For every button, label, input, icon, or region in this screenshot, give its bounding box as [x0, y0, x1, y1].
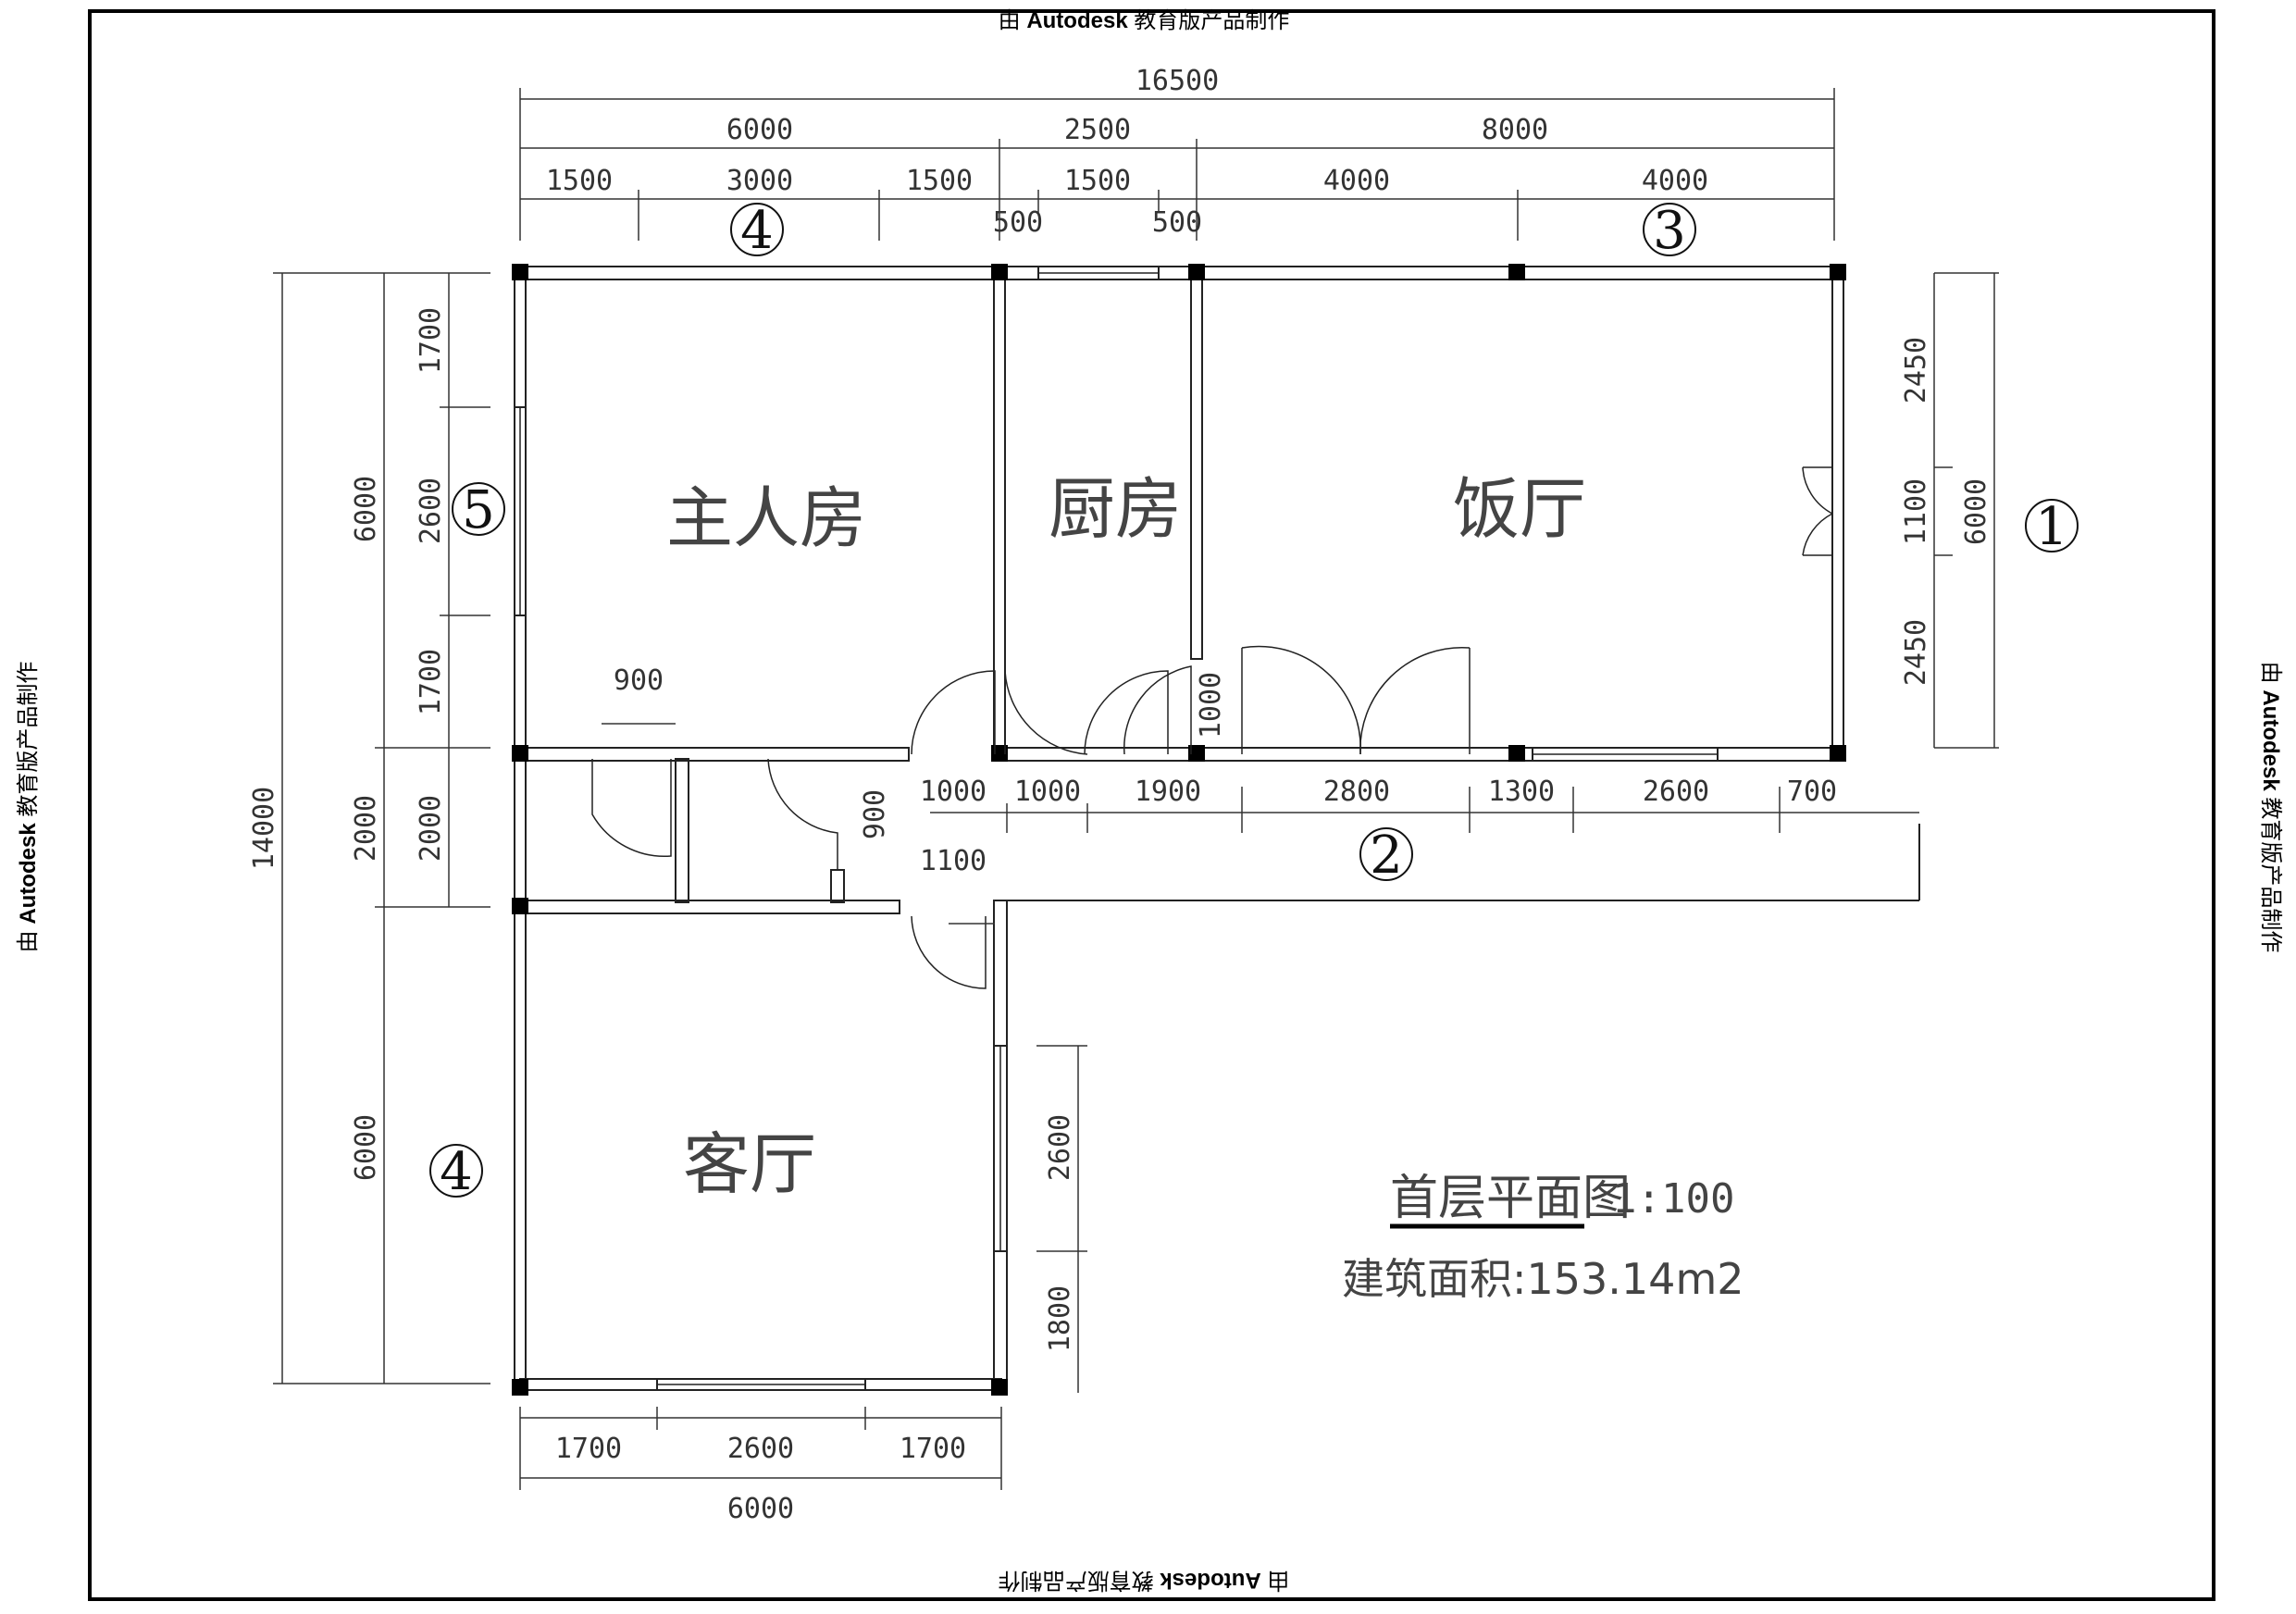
svg-text:1: 1	[2035, 497, 2068, 557]
dimension-lines	[273, 88, 1999, 1490]
drawing-frame	[88, 9, 2215, 1601]
axis-markers: 4 3 5 1 2 4	[429, 201, 2079, 1202]
dim-corridor: 2800	[1323, 776, 1390, 808]
dim-corridor: 2600	[1643, 776, 1709, 808]
dim-right: 2450	[1900, 619, 1932, 686]
dim-top-total: 16500	[1136, 65, 1219, 97]
dim-left-mid: 6000	[350, 1114, 382, 1181]
dim-left-sub: 2000	[415, 795, 447, 862]
watermark-left: 由 Autodesk 教育版产品制作	[16, 662, 41, 953]
dim-bottom-sub: 1700	[900, 1433, 966, 1465]
dim-left-sub: 2600	[415, 478, 447, 544]
drawing-scale: 1:100	[1612, 1175, 1734, 1223]
dim-door-900: 900	[859, 789, 891, 839]
dim-left-mid: 2000	[350, 795, 382, 862]
dim-top-sub: 1500	[906, 165, 973, 197]
dim-top-sub: 1500	[1064, 165, 1131, 197]
dim-living-right: 1800	[1044, 1285, 1076, 1352]
svg-text:3: 3	[1653, 201, 1686, 261]
svg-text:4: 4	[440, 1142, 473, 1202]
dim-left-sub: 1700	[415, 307, 447, 374]
dim-bottom-sub: 1700	[555, 1433, 622, 1465]
dim-corridor: 700	[1787, 776, 1837, 808]
dim-left-total: 14000	[248, 787, 280, 870]
dim-top-sub: 1500	[546, 165, 613, 197]
watermark-top: 由 Autodesk 教育版产品制作	[999, 8, 1290, 33]
room-label-dining: 饭厅	[1453, 470, 1586, 548]
dim-door-1000: 1000	[1195, 672, 1227, 739]
dim-top-small: 500	[1152, 206, 1202, 239]
columns	[512, 264, 1846, 1396]
svg-text:2: 2	[1370, 826, 1403, 886]
dim-corridor: 1900	[1135, 776, 1201, 808]
dim-right: 6000	[1960, 478, 1992, 545]
windows	[514, 266, 1719, 1391]
dim-bottom-total: 6000	[727, 1493, 794, 1525]
building-area: 建筑面积:153.14m2	[1342, 1254, 1744, 1304]
watermark-right: 由 Autodesk 教育版产品制作	[2258, 662, 2283, 953]
dim-right: 2450	[1900, 337, 1932, 404]
svg-text:5: 5	[462, 480, 495, 540]
dim-living-right: 2600	[1044, 1114, 1076, 1181]
dim-top-small: 500	[993, 206, 1043, 239]
dim-right: 1100	[1900, 478, 1932, 545]
dim-left-mid: 6000	[350, 476, 382, 542]
dim-top-sub: 4000	[1642, 165, 1708, 197]
dim-corridor: 1000	[920, 776, 987, 808]
svg-text:4: 4	[740, 201, 774, 261]
dim-bottom-sub: 2600	[727, 1433, 794, 1465]
dim-top-mid: 6000	[726, 114, 793, 146]
room-label-master-bedroom: 主人房	[666, 479, 866, 557]
dim-door-900: 900	[614, 664, 664, 697]
dim-top-sub: 3000	[726, 165, 793, 197]
dim-left-sub: 1700	[415, 649, 447, 715]
room-label-kitchen: 厨房	[1049, 470, 1182, 548]
dim-door-1100: 1100	[920, 845, 987, 877]
dim-corridor: 1000	[1014, 776, 1081, 808]
dim-corridor: 1300	[1488, 776, 1555, 808]
room-label-living: 客厅	[683, 1125, 816, 1203]
dim-top-sub: 4000	[1323, 165, 1390, 197]
dim-top-mid: 2500	[1064, 114, 1131, 146]
drawing-title: 首层平面图	[1390, 1171, 1631, 1226]
watermark-bottom: 由 Autodesk 教育版产品制作	[999, 1568, 1290, 1593]
dim-top-mid: 8000	[1482, 114, 1548, 146]
doors	[591, 466, 1833, 989]
